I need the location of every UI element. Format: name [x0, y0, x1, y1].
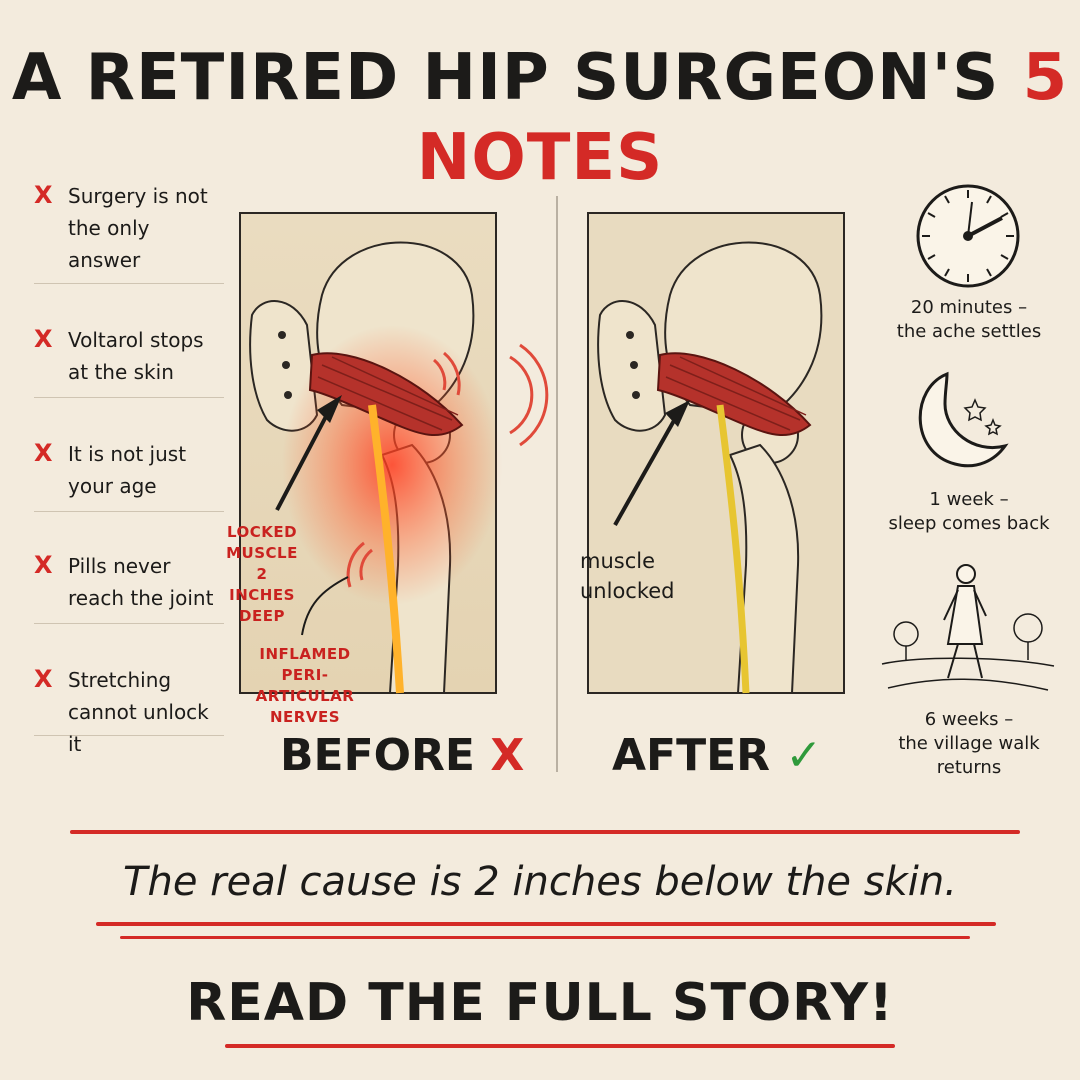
note-text: It is not just your age [68, 442, 187, 498]
nerve-icon [716, 404, 750, 694]
after-label: AFTER ✓ [612, 730, 823, 781]
list-item: X Surgery is not the only answer [34, 180, 224, 284]
x-mark-icon: X [34, 665, 53, 693]
note-text: Pills never reach the joint [68, 554, 214, 610]
check-mark-icon: ✓ [785, 730, 823, 781]
x-mark-icon: X [34, 439, 53, 467]
pain-waves-icon [432, 351, 461, 396]
tagline: The real cause is 2 inches below the ski… [123, 859, 957, 905]
divider [70, 830, 1020, 834]
moon-icon [918, 371, 1009, 468]
timeline-caption: 6 weeks – the village walk returns [898, 709, 1040, 778]
timeline-caption: 20 minutes – the ache settles [896, 297, 1042, 342]
divider [556, 196, 558, 772]
page-title: A RETIRED HIP SURGEON'S 5 NOTES [0, 38, 1080, 195]
muscle-icon [656, 352, 812, 437]
muscle-icon [308, 352, 464, 437]
x-mark-icon: X [490, 730, 525, 781]
arrow-icon [665, 400, 690, 427]
tree-icon [893, 621, 919, 647]
tree-icon [1013, 613, 1043, 643]
x-mark-icon: X [34, 181, 53, 209]
before-hip-illustration [239, 212, 549, 694]
divider [120, 936, 970, 939]
locked-muscle-note: LOCKED MUSCLE 2 INCHES DEEP [226, 523, 298, 625]
note-text: Stretching cannot unlock it [68, 668, 209, 756]
femur-bone-icon [728, 443, 800, 694]
list-item: X Pills never reach the joint [34, 550, 224, 624]
list-item: X Voltarol stops at the skin [34, 324, 224, 398]
list-item: X It is not just your age [34, 438, 224, 512]
list-item: X Stretching cannot unlock it [34, 664, 224, 756]
muscle-unlocked-note: muscle unlocked [580, 549, 675, 603]
inflamed-nerves-note: INFLAMED PERI- ARTICULAR NERVES [255, 645, 355, 726]
after-hip-illustration [587, 212, 845, 694]
walking-woman-icon [881, 564, 1055, 691]
underline [225, 1044, 895, 1048]
nerve-icon [368, 404, 404, 694]
note-text: Surgery is not the only answer [68, 184, 208, 272]
title-main: A RETIRED HIP SURGEON'S [11, 41, 1000, 115]
x-mark-icon: X [34, 325, 53, 353]
x-mark-icon: X [34, 551, 53, 579]
star-icon [984, 417, 1002, 436]
read-full-story-link[interactable]: READ THE FULL STORY! [186, 973, 894, 1033]
note-text: Voltarol stops at the skin [68, 328, 204, 384]
timeline-caption: 1 week – sleep comes back [888, 489, 1050, 534]
star-icon [963, 398, 987, 422]
title-accent: 5 NOTES [416, 41, 1069, 195]
before-label: BEFORE X [280, 730, 525, 781]
divider [96, 922, 996, 926]
arrow-icon [317, 395, 342, 423]
clock-icon [916, 184, 1020, 288]
